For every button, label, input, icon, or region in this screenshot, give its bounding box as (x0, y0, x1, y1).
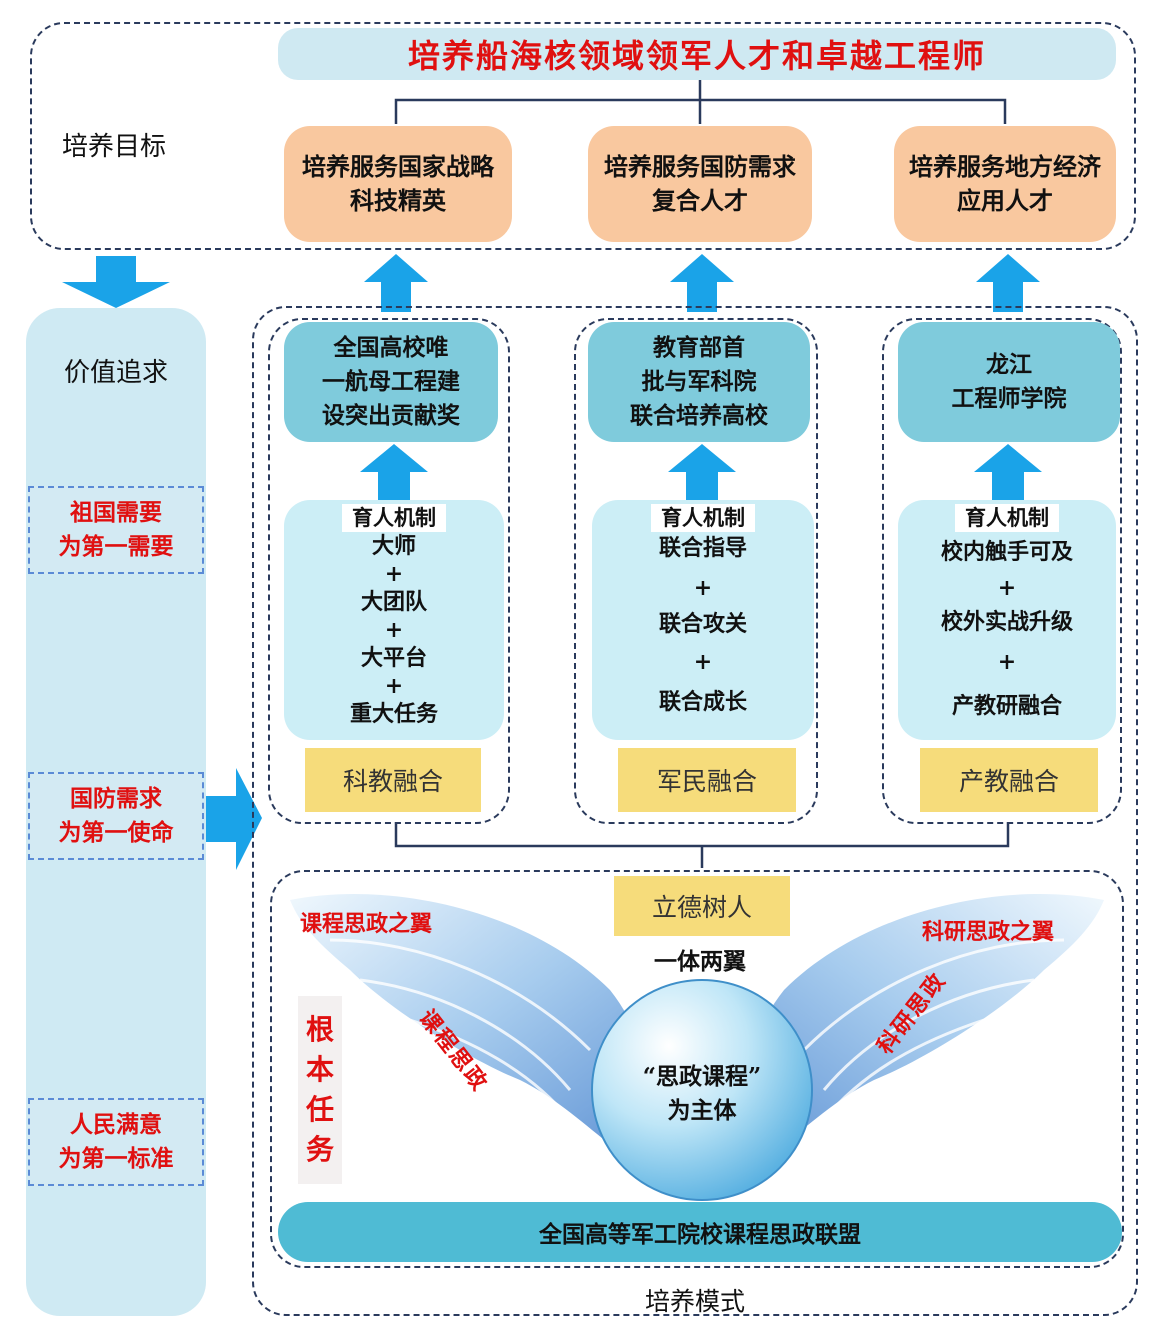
alliance-bar: 全国高等军工院校课程思政联盟 (278, 1202, 1122, 1262)
mechanism-1-item3: 大平台 (360, 645, 427, 671)
up-arrow-icon (364, 254, 428, 312)
mechanism-1-plus3: + (384, 673, 404, 699)
wing-left-title: 课程思政之翼 (300, 911, 433, 937)
lide-box: 立德树人 (614, 876, 790, 936)
center-orb-icon (591, 979, 813, 1201)
mechanism-2-item2: 联合攻关 (658, 611, 747, 637)
achievement-2-line2: 批与军科院 (641, 368, 757, 395)
mechanism-3-plus1: + (997, 575, 1017, 601)
goal-region (30, 22, 1136, 250)
achievement-box-2: 教育部首 批与军科院 联合培养高校 (588, 322, 810, 442)
mechanism-3-item1: 校内触手可及 (940, 539, 1073, 565)
integration-box-1: 科教融合 (305, 748, 481, 812)
column-frame-2 (574, 318, 818, 824)
root-task-char-3: 任 (305, 1093, 334, 1126)
goal-box-3: 培养服务地方经济应用人才 (894, 126, 1116, 242)
root-task-box: 根 本 任 务 (298, 996, 342, 1184)
center-orb-text: “思政课程” 为主体 (600, 1060, 804, 1128)
column-frame-1 (268, 318, 510, 824)
achievement-2-line3: 联合培养高校 (630, 402, 768, 429)
mechanism-1-item4: 重大任务 (349, 701, 438, 727)
mechanism-2-plus1: + (693, 575, 713, 601)
mechanism-label-3: 育人机制 (955, 504, 1059, 532)
right-arrow-icon (206, 768, 262, 870)
center-line-1: “思政课程” (642, 1063, 762, 1090)
achievement-1-line3: 设突出贡献奖 (322, 402, 460, 429)
value-box-3: 人民满意 为第一标准 (28, 1098, 204, 1186)
mechanism-1-item1: 大师 (371, 533, 416, 559)
integration-box-2: 军民融合 (618, 748, 796, 812)
up-arrow-icon (976, 254, 1040, 312)
value-1-line1: 祖国需要 (70, 499, 162, 526)
goal-text-1: 培养服务国家战略科技精英 (302, 152, 494, 215)
value-box-1: 祖国需要 为第一需要 (28, 486, 204, 574)
achievement-3-line2: 工程师学院 (951, 385, 1067, 412)
achievement-1-line2: 一航母工程建 (322, 368, 460, 395)
mechanism-2-item3: 联合成长 (658, 689, 747, 715)
yiti-label: 一体两翼 (654, 948, 746, 975)
up-arrow-icon (360, 444, 428, 502)
wing-right-title: 科研思政之翼 (922, 919, 1055, 945)
up-arrow-icon (670, 254, 734, 312)
value-label: 价值追求 (63, 358, 168, 388)
integration-3: 产教融合 (958, 767, 1059, 796)
mechanism-1-plus1: + (384, 561, 404, 587)
up-arrow-icon (668, 444, 736, 502)
top-title-banner: 培养船海核领域领军人才和卓越工程师 (278, 28, 1116, 80)
root-task-char-4: 务 (305, 1133, 334, 1166)
value-3-line2: 为第一标准 (58, 1145, 174, 1172)
achievement-box-3: 龙江 工程师学院 (898, 322, 1120, 442)
integration-box-3: 产教融合 (920, 748, 1098, 812)
mechanism-2-plus2: + (693, 649, 713, 675)
integration-2: 军民融合 (656, 767, 757, 796)
goal-text-3: 培养服务地方经济应用人才 (909, 152, 1101, 215)
left-wing-icon (290, 894, 648, 1160)
goal-text-2: 培养服务国防需求复合人才 (604, 152, 796, 215)
goal-box-1: 培养服务国家战略科技精英 (284, 126, 512, 242)
mechanism-1-item2: 大团队 (360, 589, 427, 615)
mechanism-label-1: 育人机制 (342, 504, 446, 532)
root-task-char-1: 根 (305, 1013, 334, 1046)
mechanism-box-1: 育人机制 大师 + 大团队 + 大平台 + 重大任务 (284, 500, 504, 740)
mechanism-3-item3: 产教研融合 (951, 693, 1062, 719)
root-task-char-2: 本 (305, 1053, 334, 1086)
value-1-line2: 为第一需要 (58, 533, 174, 560)
achievement-1-line1: 全国高校唯 (333, 334, 449, 361)
achievement-3-line1: 龙江 (986, 351, 1032, 378)
wings-region (270, 870, 1124, 1268)
alliance-text: 全国高等军工院校课程思政联盟 (539, 1221, 861, 1248)
goal-label: 培养目标 (62, 132, 167, 162)
mechanism-3-plus2: + (997, 649, 1017, 675)
mechanism-box-2: 育人机制 联合指导 + 联合攻关 + 联合成长 (592, 500, 814, 740)
mechanism-label-2: 育人机制 (651, 504, 755, 532)
top-title: 培养船海核领域领军人才和卓越工程师 (407, 37, 986, 75)
value-box-2: 国防需求 为第一使命 (28, 772, 204, 860)
goal-box-2: 培养服务国防需求复合人才 (588, 126, 812, 242)
column-frame-3 (882, 318, 1122, 824)
achievement-2-line1: 教育部首 (653, 334, 745, 361)
mechanism-1-plus2: + (384, 617, 404, 643)
lide-text: 立德树人 (651, 893, 752, 922)
mechanism-box-3: 育人机制 校内触手可及 + 校外实战升级 + 产教研融合 (898, 500, 1116, 740)
value-3-line1: 人民满意 (70, 1111, 162, 1138)
goal-bracket (394, 80, 1007, 124)
value-2-line1: 国防需求 (70, 785, 162, 812)
mechanism-3-item2: 校外实战升级 (940, 609, 1073, 635)
wings-illustration (290, 894, 1104, 1201)
integration-1: 科教融合 (342, 767, 443, 796)
achievement-box-1: 全国高校唯 一航母工程建 设突出贡献奖 (284, 322, 498, 442)
mechanism-2-item1: 联合指导 (658, 535, 747, 561)
up-arrow-icon (974, 444, 1042, 502)
right-wing-icon (746, 894, 1104, 1160)
down-arrow-icon (62, 256, 170, 308)
value-2-line2: 为第一使命 (58, 819, 174, 846)
mode-label: 培养模式 (644, 1287, 745, 1316)
mode-region (252, 306, 1138, 1316)
center-line-2: 为主体 (667, 1097, 737, 1124)
